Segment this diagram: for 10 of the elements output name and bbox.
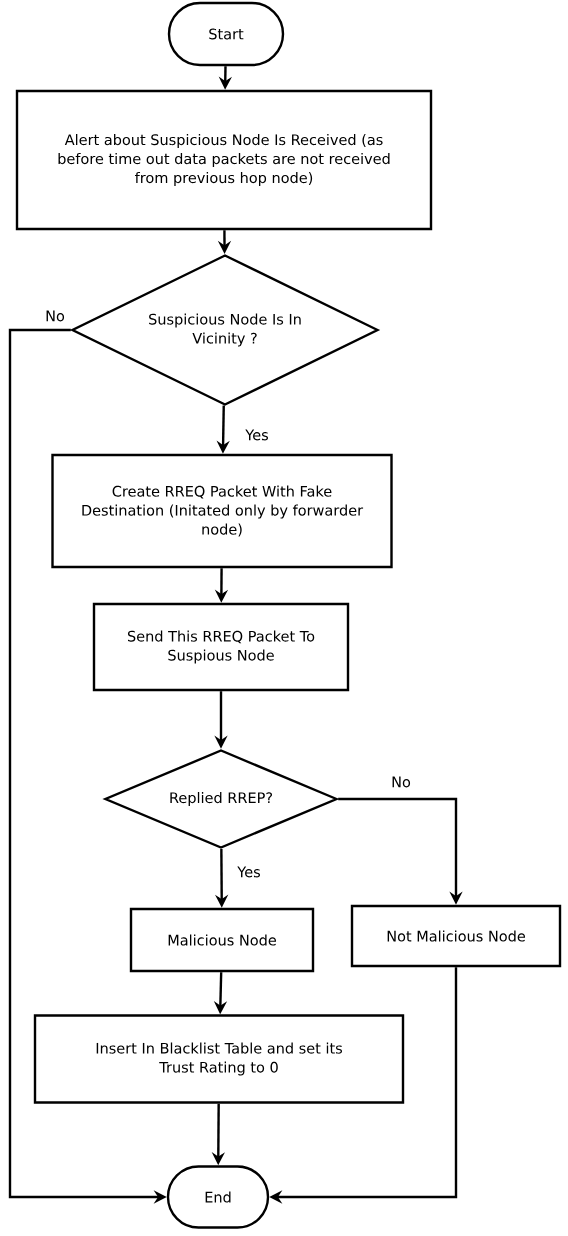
- process-box: Not Malicious Node: [350, 904, 562, 968]
- process-box: Alert about Suspicious Node Is Received (as before time out data packets are not received from previous hop node): [15, 89, 433, 231]
- edge-label: Yes: [236, 865, 262, 879]
- process-box: Malicious Node: [129, 907, 315, 973]
- edge-label: No: [390, 775, 412, 789]
- edge-label: Yes: [244, 428, 270, 442]
- process-box: Create RREQ Packet With Fake Destination (Initated only by forwarder node): [51, 453, 393, 569]
- edge-label: No: [44, 309, 66, 323]
- process-box: Send This RREQ Packet To Suspious Node: [92, 602, 350, 692]
- process-box: Insert In Blacklist Table and set its Trust Rating to 0: [33, 1014, 405, 1104]
